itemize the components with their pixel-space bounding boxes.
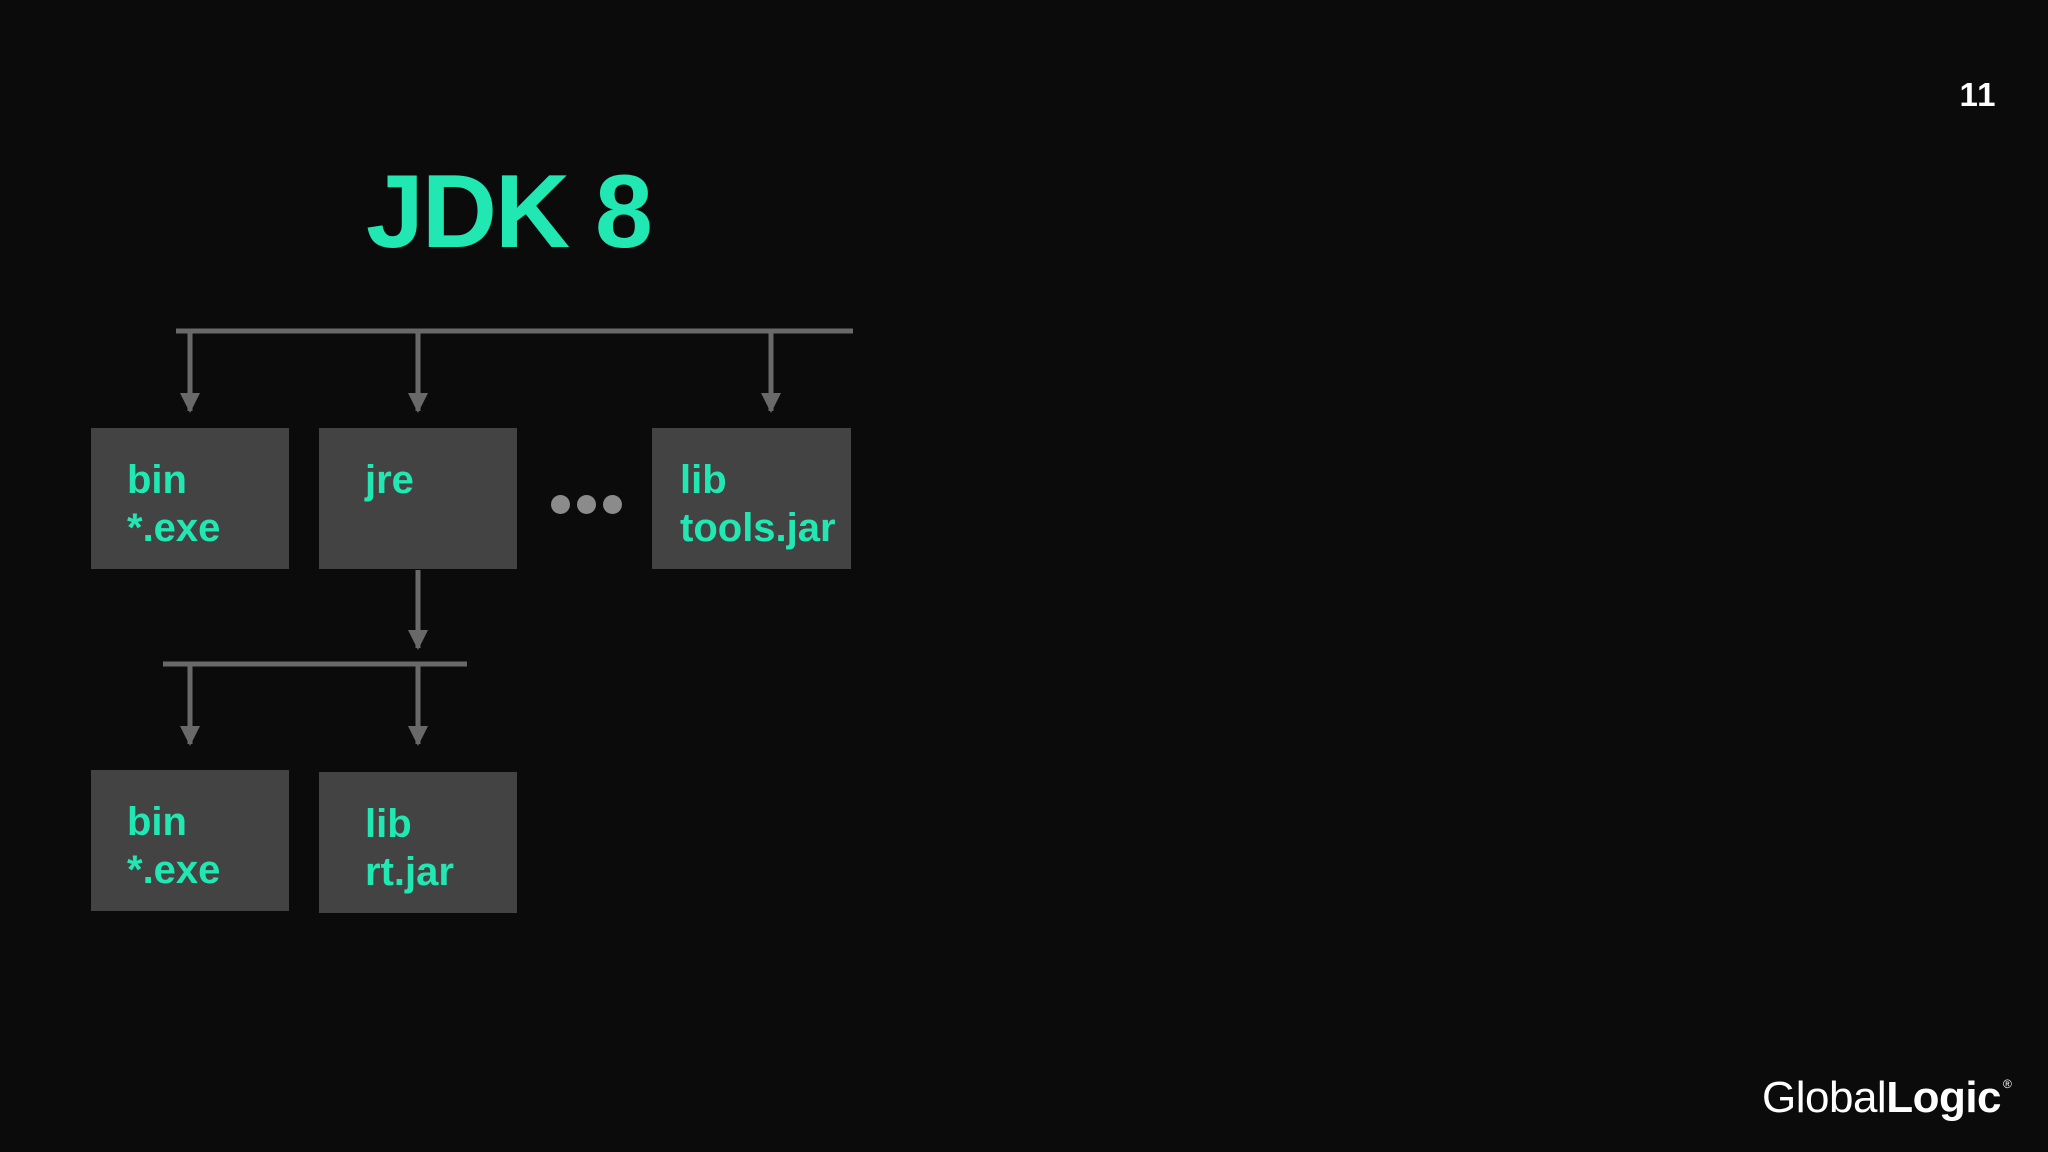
folder-box-bin: bin *.exe	[91, 428, 289, 569]
folder-box-lib: lib tools.jar	[652, 428, 851, 569]
folder-box-jre: jre	[319, 428, 517, 569]
folder-content: rt.jar	[365, 850, 454, 894]
brand-logo-regular: Global	[1762, 1073, 1887, 1122]
dot	[603, 495, 622, 514]
brand-logo: GlobalLogic®	[1762, 1073, 2012, 1122]
folder-name: lib	[365, 802, 412, 846]
folder-content: *.exe	[127, 506, 221, 550]
folder-box-jre-lib: lib rt.jar	[319, 772, 517, 913]
folder-content: *.exe	[127, 848, 221, 892]
folder-name: bin	[127, 458, 187, 502]
dot	[577, 495, 596, 514]
slide-number: 11	[1959, 76, 1997, 113]
folder-name: lib	[680, 458, 727, 502]
more-icon	[551, 495, 622, 514]
slide-title: JDK 8	[366, 154, 653, 270]
registered-mark: ®	[2003, 1077, 2012, 1091]
folder-name: jre	[365, 458, 414, 502]
folder-content: tools.jar	[680, 506, 836, 550]
brand-logo-bold: Logic	[1886, 1073, 2002, 1122]
folder-box-jre-bin: bin *.exe	[91, 770, 289, 911]
dot	[551, 495, 570, 514]
folder-name: bin	[127, 800, 187, 844]
